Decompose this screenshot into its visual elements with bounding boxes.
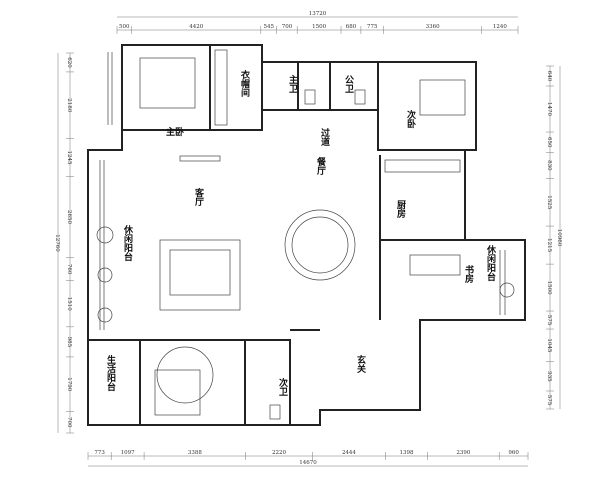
dimension-label: 960 xyxy=(508,450,519,456)
plant xyxy=(96,226,114,244)
label-study: 书房 xyxy=(463,264,474,284)
room-labels: 主卧 衣帽间 主卫 公卫 次卧 过道 厨房 客厅 餐厅 休闲阳台 休闲阳台 书房… xyxy=(105,69,497,396)
sofa-set xyxy=(159,239,241,311)
dimension-label: 1398 xyxy=(400,450,414,456)
label-second-bedroom: 次卧 xyxy=(405,109,416,129)
dimension-lines: 13720 500 4420 545 700 1500 680 775 3360 1240 1467… xyxy=(54,11,562,467)
dimension-label: 1240 xyxy=(493,24,507,30)
dimension-label: 545 xyxy=(264,24,275,30)
dimension-label: 935 xyxy=(546,371,552,382)
bed-third xyxy=(154,369,201,416)
dimension-label: 620 xyxy=(66,57,72,68)
dimension-label: 575 xyxy=(546,395,552,406)
label-utility-balcony: 生活阳台 xyxy=(105,354,116,392)
dimension-label: 680 xyxy=(346,24,357,30)
dimension-total: 13720 xyxy=(309,11,327,17)
dimension-label: 700 xyxy=(282,24,293,30)
dimension-label: 760 xyxy=(66,264,72,275)
dimension-label: 575 xyxy=(546,315,552,326)
dimension-label: 640 xyxy=(546,71,552,82)
label-entrance: 玄关 xyxy=(355,354,366,374)
dimension-label: 775 xyxy=(367,24,378,30)
label-dining-room: 餐厅 xyxy=(315,156,327,176)
dimension-label: 773 xyxy=(94,450,105,456)
dimension-label: 1215 xyxy=(546,238,552,252)
tv-cabinet xyxy=(179,155,221,162)
toilet xyxy=(269,404,281,420)
label-leisure-balcony-left: 休闲阳台 xyxy=(122,224,134,262)
kitchen-counter xyxy=(384,159,461,173)
label-second-bath: 次卫 xyxy=(277,377,288,396)
dimension-label: 1245 xyxy=(66,151,72,165)
label-master-bath: 主卫 xyxy=(287,74,298,93)
dimension-label: 985 xyxy=(66,337,72,348)
label-leisure-balcony-right: 休闲阳台 xyxy=(485,244,497,282)
bed-second xyxy=(419,79,466,116)
dimension-label: 1097 xyxy=(121,450,135,456)
desk xyxy=(409,254,461,276)
dimension-total: 10960 xyxy=(556,229,562,247)
dimension-label: 4420 xyxy=(189,24,203,30)
dimension-label: 1470 xyxy=(546,102,552,116)
dimension-label: 2444 xyxy=(342,450,356,456)
round-rug xyxy=(156,346,214,404)
label-living-room: 客厅 xyxy=(193,187,205,207)
dimension-label: 1500 xyxy=(546,281,552,295)
dimension-total: 12760 xyxy=(54,234,60,252)
dining-table xyxy=(291,216,349,274)
dimension-label: 2220 xyxy=(272,450,286,456)
dimension-label: 3360 xyxy=(426,24,440,30)
label-kitchen: 厨房 xyxy=(395,200,406,219)
bed-master xyxy=(139,57,196,109)
dimension-label: 1045 xyxy=(546,338,552,352)
dimension-label: 2390 xyxy=(456,450,470,456)
label-public-bath: 公卫 xyxy=(343,75,354,93)
furniture xyxy=(96,49,515,420)
dimension-label: 3388 xyxy=(188,450,202,456)
dimension-label: 1500 xyxy=(312,24,326,30)
dimension-label: 830 xyxy=(546,160,552,171)
dimension-label: 1790 xyxy=(66,377,72,391)
dimension-label: 700 xyxy=(66,417,72,428)
label-walk-in-closet: 衣帽间 xyxy=(239,69,250,98)
dimension-label: 650 xyxy=(546,137,552,148)
dimension-total: 14670 xyxy=(299,460,317,466)
dimension-label: 1525 xyxy=(546,195,552,209)
dimension-label: 1510 xyxy=(66,297,72,311)
dimension-label: 500 xyxy=(119,24,130,30)
label-corridor: 过道 xyxy=(319,127,330,147)
dimension-label: 2180 xyxy=(66,98,72,112)
label-master-bedroom: 主卧 xyxy=(166,126,184,138)
dimension-label: 2650 xyxy=(66,210,72,224)
wardrobe xyxy=(214,49,228,126)
walls xyxy=(87,44,526,426)
